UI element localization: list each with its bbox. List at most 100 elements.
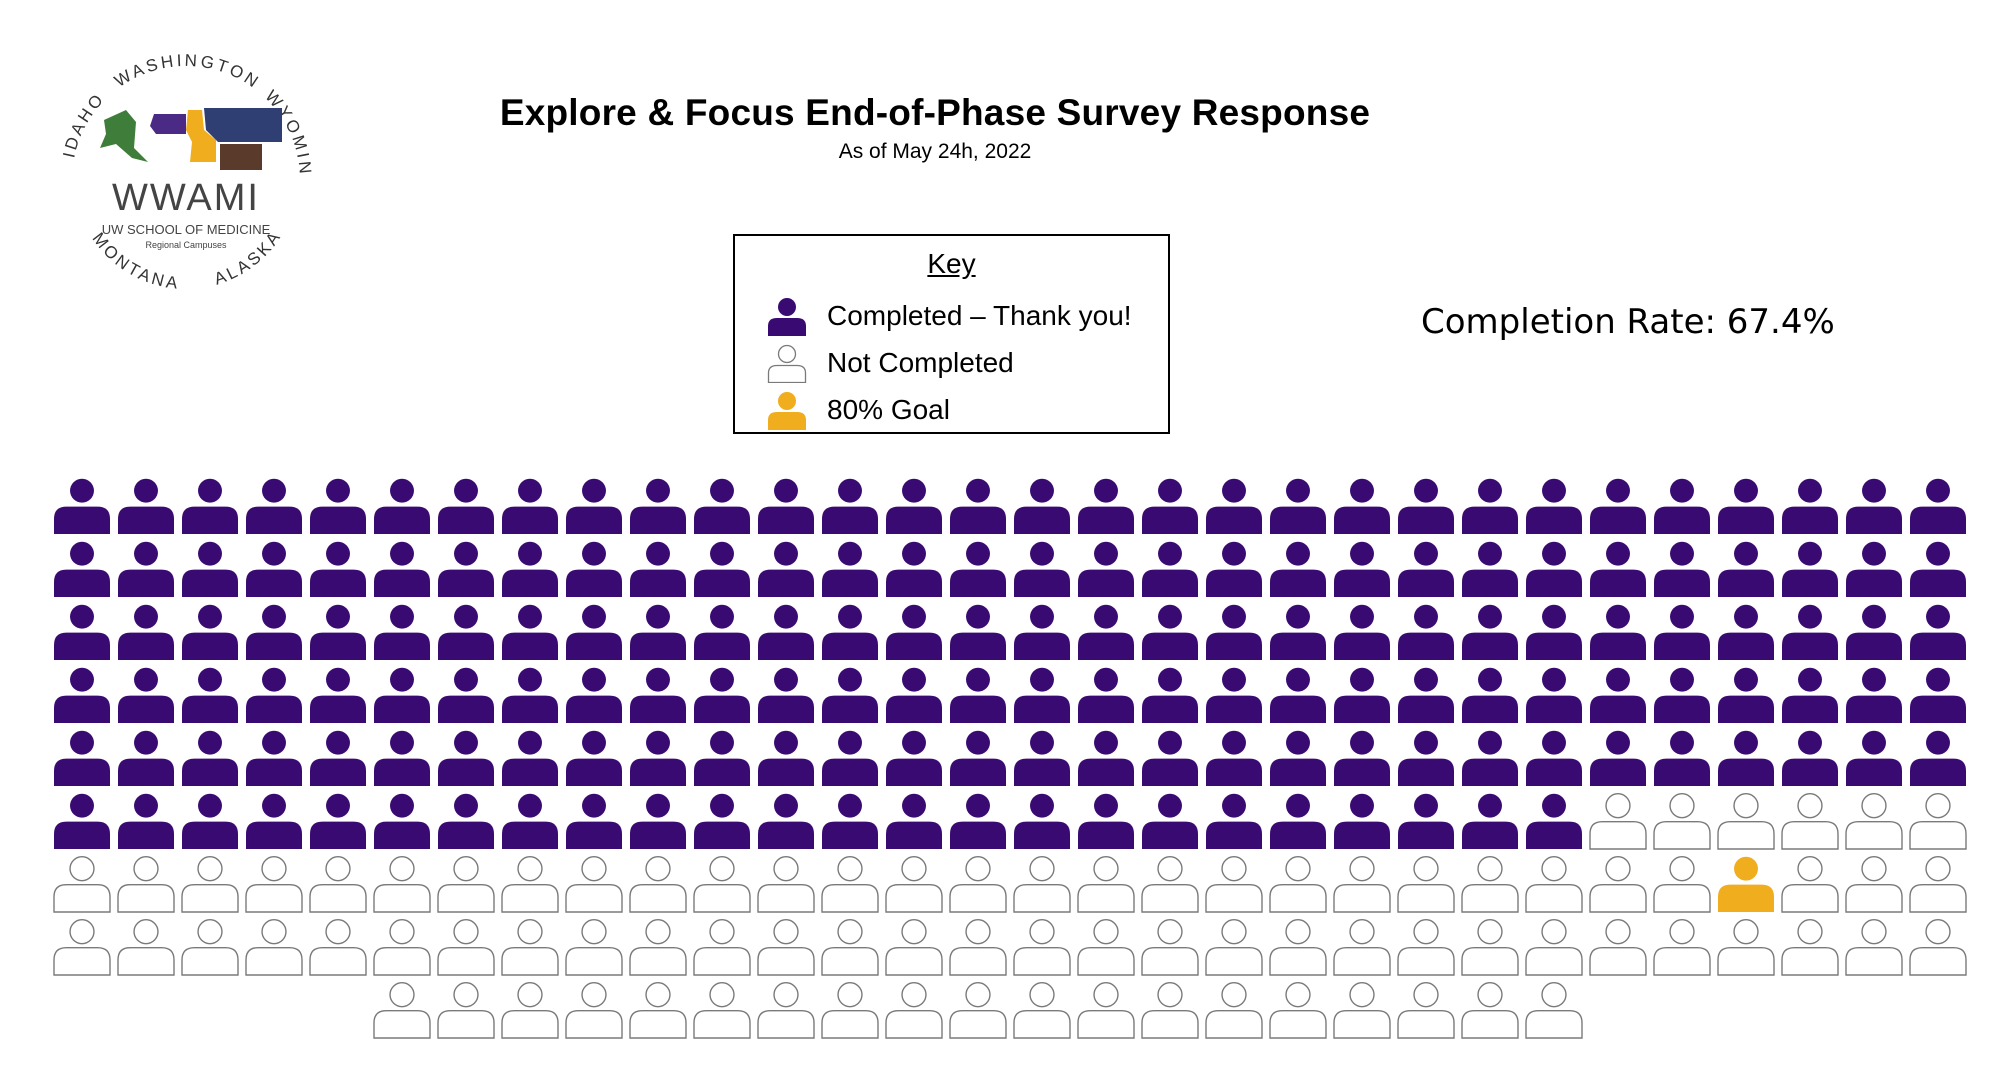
person-icon-completed [1590, 730, 1646, 786]
person-icon-not-completed [1397, 919, 1455, 976]
person-icon-not-completed [1525, 919, 1583, 976]
person-icon-completed [438, 478, 494, 534]
legend-label-goal: 80% Goal [827, 394, 950, 425]
person-icon-not-completed [1717, 919, 1775, 976]
person-icon-completed [246, 604, 302, 660]
person-icon-not-completed [757, 982, 815, 1039]
person-icon-completed [1910, 667, 1966, 723]
person-icon-completed [950, 541, 1006, 597]
person-icon-completed [1078, 478, 1134, 534]
person-icon-completed [1910, 478, 1966, 534]
person-icon-completed [1782, 667, 1838, 723]
person-icon-completed [630, 604, 686, 660]
person-icon-not-completed [1781, 793, 1839, 850]
person-icon-not-completed [1589, 919, 1647, 976]
person-icon-completed [1270, 793, 1326, 849]
person-icon-not-completed [1781, 856, 1839, 913]
person-icon-completed [182, 478, 238, 534]
person-icon-completed [758, 541, 814, 597]
person-icon-not-completed [885, 856, 943, 913]
legend-label-completed: Completed – Thank you! [827, 300, 1132, 331]
person-icon-completed [566, 541, 622, 597]
person-icon-completed [1590, 541, 1646, 597]
person-icon-not-completed [1717, 793, 1775, 850]
person-icon-completed [1718, 730, 1774, 786]
person-icon-not-completed [117, 919, 175, 976]
person-icon-not-completed [245, 919, 303, 976]
person-icon-completed [630, 541, 686, 597]
person-icon-completed [118, 730, 174, 786]
person-icon-completed [758, 730, 814, 786]
person-icon-completed [1014, 793, 1070, 849]
person-icon-completed [1206, 667, 1262, 723]
person-icon-completed [886, 541, 942, 597]
person-icon-completed [1014, 730, 1070, 786]
person-icon-completed [1910, 730, 1966, 786]
person-icon-completed [566, 604, 622, 660]
person-icon-not-completed [1461, 856, 1519, 913]
person-icon-completed [1206, 604, 1262, 660]
person-icon-completed [1014, 541, 1070, 597]
person-icon-completed [1462, 478, 1518, 534]
person-icon-not-completed [501, 856, 559, 913]
person-icon-not-completed [1013, 982, 1071, 1039]
person-icon-not-completed [565, 982, 623, 1039]
chart-title: Explore & Focus End-of-Phase Survey Resp… [499, 92, 1371, 133]
person-icon-not-completed [437, 919, 495, 976]
person-icon-not-completed [1269, 856, 1327, 913]
person-icon-not-completed [1589, 856, 1647, 913]
person-icon-completed [502, 793, 558, 849]
person-icon-completed [1590, 604, 1646, 660]
person-icon-completed [1526, 730, 1582, 786]
person-icon-not-completed [1077, 982, 1135, 1039]
person-icon-not-completed [1653, 919, 1711, 976]
person-icon-completed [310, 730, 366, 786]
person-icon-completed [374, 604, 430, 660]
person-icon-completed [630, 730, 686, 786]
person-icon-completed [566, 793, 622, 849]
person-icon-completed [950, 478, 1006, 534]
person-icon-completed [374, 730, 430, 786]
person-icon-not-completed [885, 919, 943, 976]
person-icon-not-completed [1077, 856, 1135, 913]
person-icon-not-completed [245, 856, 303, 913]
person-icon-completed [1718, 541, 1774, 597]
person-icon-completed [246, 793, 302, 849]
person-icon-not-completed [1205, 856, 1263, 913]
person-icon-completed [886, 793, 942, 849]
person-icon-completed [630, 478, 686, 534]
person-icon-not-completed [1461, 919, 1519, 976]
logo-line2: Regional Campuses [145, 240, 227, 250]
person-icon-not-completed [1845, 793, 1903, 850]
person-icon-completed [1334, 478, 1390, 534]
person-icon-not-completed [821, 919, 879, 976]
person-icon-completed [694, 667, 750, 723]
person-icon-completed [1334, 667, 1390, 723]
person-icon-completed [246, 730, 302, 786]
person-icon-completed [1526, 793, 1582, 849]
person-icon-not-completed [821, 982, 879, 1039]
person-icon-completed [502, 541, 558, 597]
person-icon-completed [1398, 604, 1454, 660]
person-icon-not-completed [1845, 919, 1903, 976]
person-icon-completed [758, 478, 814, 534]
person-icon-not-completed [1269, 982, 1327, 1039]
person-icon-not-completed [693, 919, 751, 976]
logo-line1: UW SCHOOL OF MEDICINE [102, 222, 271, 237]
person-icon-not-completed [1397, 856, 1455, 913]
person-icon-completed [1206, 541, 1262, 597]
person-icon-completed [1270, 478, 1326, 534]
person-icon-completed [1078, 604, 1134, 660]
completion-rate: Completion Rate: 67.4% [1421, 302, 1835, 342]
person-icon-not-completed [1589, 793, 1647, 850]
person-icon-completed [118, 541, 174, 597]
person-icon-not-completed [757, 856, 815, 913]
person-icon-not-completed [501, 919, 559, 976]
person-icon-completed [1526, 604, 1582, 660]
person-icon-completed [374, 478, 430, 534]
person-icon-not-completed [1205, 982, 1263, 1039]
person-icon-completed [822, 730, 878, 786]
person-icon-completed [54, 730, 110, 786]
person-icon-not-completed [181, 919, 239, 976]
